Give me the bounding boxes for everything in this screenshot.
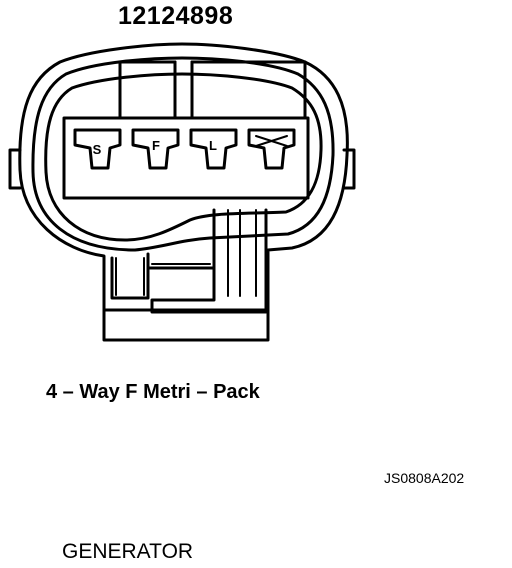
figure-code: JS0808A202 (384, 470, 465, 486)
x-mark-icon (255, 135, 288, 147)
left-lock-tab (8, 148, 22, 190)
pin-label-s: S (93, 142, 102, 157)
left-latch-bar (118, 60, 177, 120)
terminal-window (62, 116, 310, 200)
outer-housing-outline (18, 42, 349, 342)
pin-cavity-l (189, 128, 238, 170)
connector-face-diagram: S F L (8, 42, 356, 342)
terminal-cavity-outline (44, 72, 323, 242)
wire-lock-outline (110, 252, 150, 300)
pin-label-f: F (152, 138, 160, 153)
right-lock-tab (342, 148, 356, 190)
pin-cavity-f (131, 128, 180, 170)
component-label: GENERATOR (62, 540, 194, 563)
connector-caption: 4 – Way F Metri – Pack (46, 381, 260, 403)
housing-inner-contour (31, 56, 335, 252)
pin-label-l: L (209, 138, 217, 153)
part-number: 12124898 (118, 2, 234, 30)
right-latch-bar (190, 60, 307, 120)
wire-lock-tab (150, 208, 268, 314)
pin-cavity-s (73, 128, 122, 170)
pin-cavity-blank (247, 128, 296, 170)
